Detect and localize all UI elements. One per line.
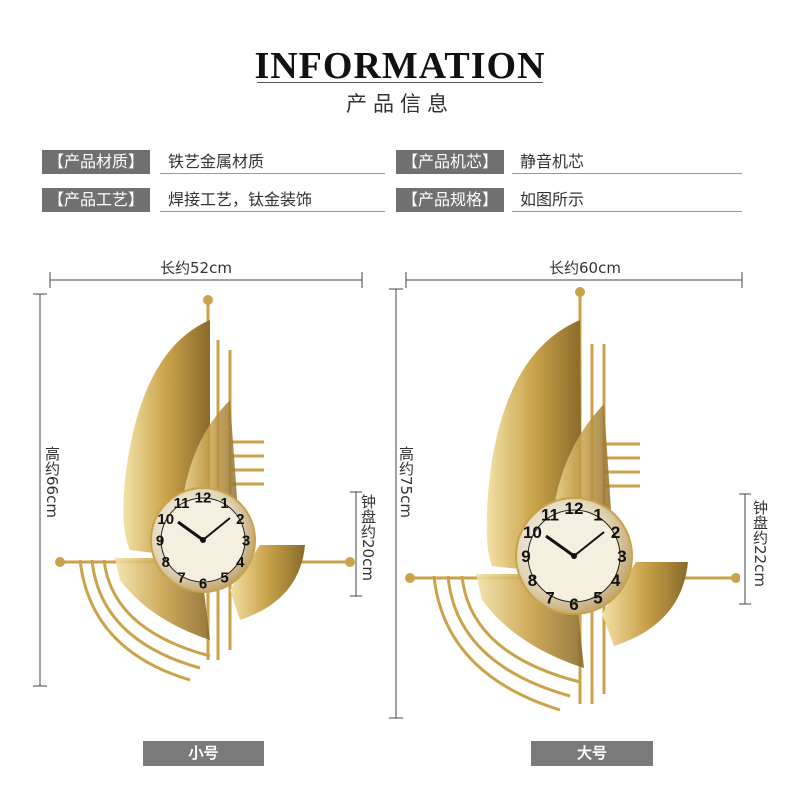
spec-underline — [160, 173, 385, 174]
clock-numeral: 9 — [156, 532, 164, 549]
clock-numeral: 2 — [236, 511, 244, 528]
spec-underline — [512, 211, 742, 212]
clock-numeral: 11 — [174, 495, 190, 512]
large-dial-label: 钟盘约22cm — [751, 500, 769, 587]
size-large-button[interactable]: 大号 — [531, 741, 653, 766]
large-width-label: 长约60cm — [549, 259, 621, 277]
clock-numeral: 5 — [593, 589, 602, 608]
clock-numeral: 9 — [521, 547, 530, 566]
spec-label-movement: 【产品机芯】 — [396, 150, 505, 174]
clock-numeral: 6 — [569, 595, 578, 614]
size-small-button[interactable]: 小号 — [143, 741, 264, 766]
clock-numeral: 7 — [177, 569, 185, 586]
spec-value-craft: 焊接工艺，钛金装饰 — [168, 190, 313, 209]
small-dial-label: 钟盘约20cm — [359, 494, 377, 581]
clock-numeral: 3 — [242, 532, 250, 549]
clock-numeral: 11 — [541, 505, 559, 524]
clock-numeral: 1 — [593, 505, 602, 524]
clock-numeral: 4 — [236, 554, 245, 571]
spec-value-size: 如图所示 — [520, 190, 585, 209]
title-divider — [257, 82, 543, 83]
spec-underline — [160, 211, 385, 212]
title-chinese: 产品信息 — [346, 92, 454, 116]
spec-value-movement: 静音机芯 — [520, 152, 585, 171]
small-height-label: 高约66cm — [43, 446, 61, 518]
clock-numeral: 2 — [611, 523, 620, 542]
clock-numeral: 12 — [195, 489, 212, 506]
clock-numeral: 6 — [199, 575, 207, 592]
clock-numeral: 5 — [220, 569, 228, 586]
clock-numeral: 3 — [617, 547, 626, 566]
spec-label-material: 【产品材质】 — [42, 150, 151, 174]
clock-numeral: 4 — [611, 571, 621, 590]
spec-label-craft: 【产品工艺】 — [42, 188, 151, 212]
clock-numeral: 1 — [220, 495, 228, 512]
clock-numeral: 8 — [162, 554, 170, 571]
spec-label-size: 【产品规格】 — [396, 188, 505, 212]
small-width-label: 长约52cm — [160, 259, 232, 277]
spec-value-material: 铁艺金属材质 — [168, 152, 265, 171]
title-english: INFORMATION — [254, 45, 546, 87]
clock-numeral: 10 — [157, 511, 174, 528]
spec-underline — [512, 173, 742, 174]
clock-numeral: 7 — [545, 589, 554, 608]
clock-numeral: 8 — [528, 571, 537, 590]
large-height-label: 高约75cm — [397, 446, 415, 518]
clock-numeral: 12 — [565, 499, 584, 518]
clock-numeral: 10 — [523, 523, 542, 542]
